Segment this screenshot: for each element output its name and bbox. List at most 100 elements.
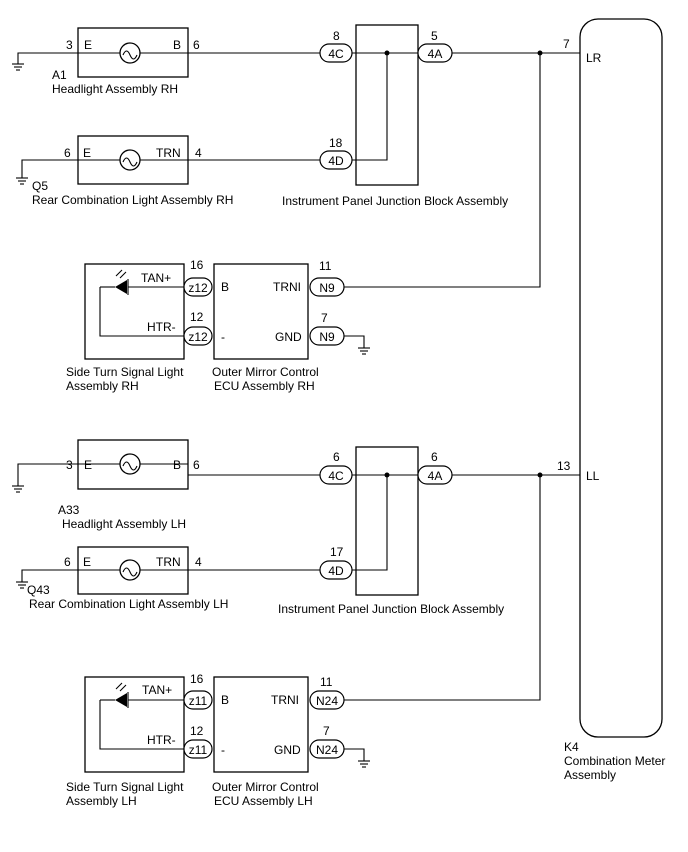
- bulb-icon: [119, 149, 141, 171]
- connector-label: 4A: [428, 47, 443, 61]
- connector-label: N9: [319, 330, 335, 344]
- pin-number: 6: [333, 450, 340, 464]
- terminal-label: B: [221, 693, 229, 707]
- connector: [183, 326, 213, 346]
- pin-number: 11: [320, 675, 333, 689]
- connector: [319, 43, 353, 63]
- ground-symbol-icon: [16, 177, 28, 185]
- side-turn-signal-light-lh: TAN+ HTR- 16 12 Side Turn Signal Light A…: [66, 672, 204, 808]
- terminal-label: B: [221, 280, 229, 294]
- component-ref: Q43: [27, 583, 50, 597]
- pin-number: 6: [431, 450, 438, 464]
- bulb-icon: [119, 453, 141, 475]
- terminal-label: B: [173, 458, 181, 472]
- pin-number: 5: [431, 29, 438, 43]
- connector-label: z12: [188, 330, 208, 344]
- pin-number: 13: [557, 459, 571, 473]
- component-name: Rear Combination Light Assembly LH: [29, 597, 228, 611]
- pin-number: 6: [64, 555, 71, 569]
- pin-number: 12: [190, 724, 204, 738]
- junction-block-rh: 4C 8 4D 18 4A 5 Instrument Panel Junctio…: [282, 24, 508, 208]
- terminal-label: TAN+: [142, 683, 172, 697]
- connector-label: 4C: [328, 469, 344, 483]
- terminal-label: -: [221, 330, 225, 344]
- terminal-label: -: [221, 743, 225, 757]
- pin-number: 12: [190, 310, 204, 324]
- component-name: Outer Mirror Control: [212, 780, 319, 794]
- terminal-label: GND: [274, 743, 301, 757]
- rear-combination-light-lh: 6 E TRN 4 Q43 Rear Combination Light Ass…: [16, 546, 228, 611]
- side-turn-signal-light-rh: TAN+ HTR- 16 12 Side Turn Signal Light A…: [66, 258, 204, 393]
- terminal-label: E: [84, 458, 92, 472]
- pin-number: 3: [66, 458, 73, 472]
- terminal-label: TRNI: [271, 693, 299, 707]
- outer-mirror-control-ecu-rh: B - TRNI GND N9 11 N9 7 Outer Mirror Con…: [212, 259, 370, 393]
- ground-symbol-icon: [12, 485, 24, 493]
- ground-symbol-icon: [358, 347, 370, 355]
- terminal-label: E: [83, 146, 91, 160]
- pin-number: 11: [319, 259, 332, 273]
- component-ref: K4: [564, 740, 579, 754]
- component-name: Side Turn Signal Light: [66, 365, 184, 379]
- component-name: Assembly: [564, 768, 616, 782]
- connector: [319, 560, 353, 580]
- terminal-label: E: [84, 38, 92, 52]
- pin-number: 7: [323, 724, 330, 738]
- connector-label: z11: [189, 743, 208, 757]
- component-name: Assembly LH: [66, 794, 137, 808]
- component-ref: Q5: [32, 179, 48, 193]
- pin-number: 16: [190, 672, 204, 686]
- junction-block-lh: 4C 6 4D 17 4A 6 Instrument Panel Junctio…: [278, 446, 504, 616]
- pin-number: 7: [563, 37, 570, 51]
- connector: [183, 739, 213, 759]
- component-name: ECU Assembly LH: [214, 794, 313, 808]
- bulb-icon: [119, 559, 141, 581]
- pin-number: 17: [330, 545, 344, 559]
- component-name: Side Turn Signal Light: [66, 780, 184, 794]
- terminal-label: LR: [586, 51, 602, 65]
- terminal-label: TAN+: [141, 271, 171, 285]
- component-name: ECU Assembly RH: [214, 379, 315, 393]
- connector: [309, 277, 345, 297]
- ground-symbol-icon: [358, 760, 370, 768]
- headlight-assembly-lh: 3 E B 6 A33 Headlight Assembly LH: [12, 439, 200, 531]
- pin-number: 7: [321, 311, 328, 325]
- connector: [319, 150, 353, 170]
- connector: [319, 465, 353, 485]
- headlight-assembly-rh: 3 E B 6 A1 Headlight Assembly RH: [12, 27, 200, 96]
- terminal-label: B: [173, 38, 181, 52]
- combination-meter-assembly: 7 LR 13 LL K4 Combination Meter Assembly: [557, 18, 665, 782]
- connector: [183, 277, 213, 297]
- pin-number: 3: [66, 38, 73, 52]
- rear-combination-light-rh: 6 E TRN 4 Q5 Rear Combination Light Asse…: [16, 135, 233, 207]
- connector-label: 4D: [328, 564, 344, 578]
- connector: [183, 690, 213, 710]
- pin-number: 6: [64, 146, 71, 160]
- connector-label: 4A: [428, 469, 443, 483]
- pin-number: 4: [195, 555, 202, 569]
- connector-label: z11: [189, 694, 208, 708]
- component-name: Instrument Panel Junction Block Assembly: [282, 194, 508, 208]
- terminal-label: TRN: [156, 555, 181, 569]
- pin-number: 18: [329, 136, 343, 150]
- connector-label: z12: [188, 281, 208, 295]
- pin-number: 8: [333, 29, 340, 43]
- component-name: Instrument Panel Junction Block Assembly: [278, 602, 504, 616]
- connector-label: N9: [319, 281, 335, 295]
- ground-symbol-icon: [16, 581, 28, 589]
- terminal-label: HTR-: [147, 320, 176, 334]
- connector-label: 4D: [328, 154, 344, 168]
- component-name: Assembly RH: [66, 379, 139, 393]
- pin-number: 16: [190, 258, 204, 272]
- pin-number: 6: [193, 38, 200, 52]
- component-ref: A1: [52, 68, 67, 82]
- terminal-label: E: [83, 555, 91, 569]
- component-ref: A33: [58, 503, 80, 517]
- component-name: Headlight Assembly RH: [52, 82, 178, 96]
- terminal-label: TRNI: [273, 280, 301, 294]
- outer-mirror-control-ecu-lh: B - TRNI GND N24 11 N24 7 Outer Mirror C…: [212, 675, 370, 808]
- terminal-label: HTR-: [147, 733, 176, 747]
- pin-number: 4: [195, 146, 202, 160]
- connector-label: 4C: [328, 47, 344, 61]
